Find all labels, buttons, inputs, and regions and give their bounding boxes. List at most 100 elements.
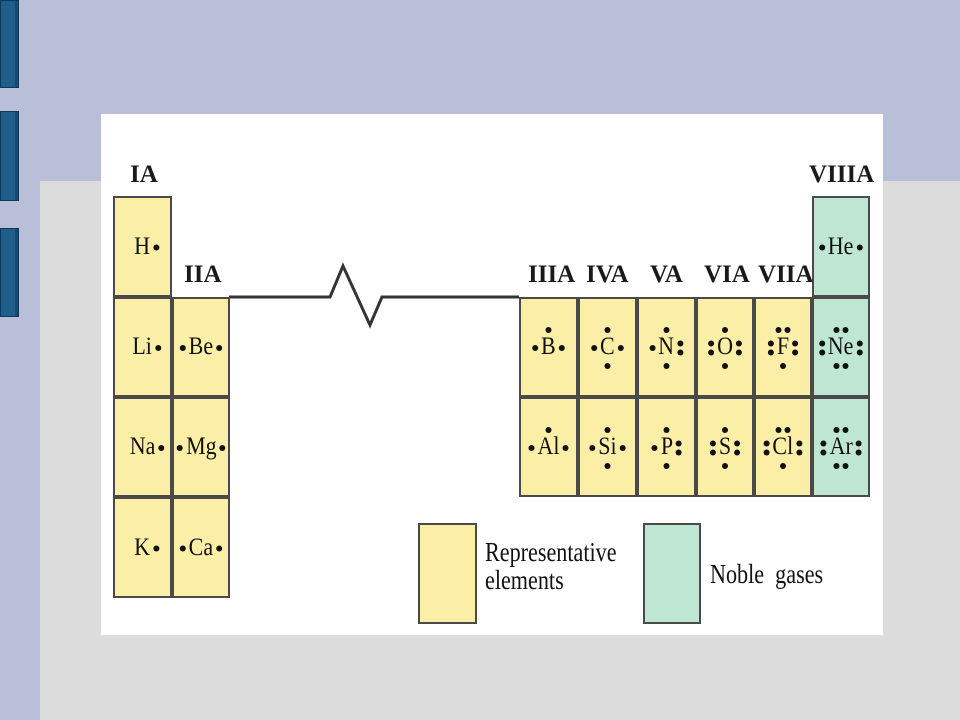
electron-dot-n-4	[663, 327, 670, 333]
element-cell-li: Li	[113, 297, 172, 397]
element-cell-ar: Ar	[812, 397, 870, 497]
element-cell-k: K	[113, 497, 172, 598]
electron-dot-f-7	[780, 363, 786, 369]
electron-dot-be-1	[216, 345, 223, 351]
electron-dot-ar-8	[842, 463, 849, 469]
electron-dot-o-5	[722, 327, 728, 333]
element-cell-f: F	[754, 297, 812, 397]
electron-dot-b-2	[532, 345, 539, 351]
electron-dot-f-5	[775, 327, 782, 333]
legend-swatch-representative	[418, 523, 477, 624]
electron-dot-h-1	[153, 244, 160, 251]
electron-dot-cl-3	[763, 440, 770, 447]
electron-dot-p-2	[675, 449, 682, 456]
element-symbol-cl: Cl	[772, 433, 794, 460]
electron-dot-mg-1	[219, 445, 226, 451]
element-symbol-al: Al	[537, 433, 560, 460]
electron-dot-n-5	[663, 363, 670, 369]
element-symbol-be: Be	[188, 333, 214, 360]
electron-dot-ne-6	[842, 327, 849, 333]
legend-swatch-noble	[643, 523, 701, 624]
element-cell-b: B	[519, 297, 578, 397]
element-symbol-n: N	[658, 333, 675, 360]
electron-dot-ar-6	[842, 427, 849, 433]
element-cell-n: N	[637, 297, 696, 397]
electron-dot-ne-2	[856, 349, 863, 356]
group-label-iia: IIA	[184, 261, 222, 288]
electron-dot-n-3	[649, 345, 656, 351]
element-cell-na: Na	[113, 397, 172, 497]
electron-dot-ar-5	[833, 427, 840, 433]
electron-dot-ar-3	[820, 440, 827, 447]
electron-dot-o-2	[735, 349, 742, 356]
side-tab-1	[0, 0, 19, 88]
element-symbol-b: B	[541, 333, 556, 360]
electron-dot-p-1	[675, 440, 682, 447]
element-symbol-k: K	[134, 533, 151, 561]
electron-dot-c-1	[617, 345, 624, 351]
electron-dot-cl-2	[796, 449, 803, 456]
electron-dot-p-5	[663, 463, 670, 469]
group-label-va: VA	[650, 261, 683, 288]
electron-dot-he-2	[819, 244, 826, 251]
element-symbol-h: H	[134, 232, 151, 260]
element-symbol-s: S	[718, 433, 732, 460]
break-line	[229, 262, 519, 329]
electron-dot-al-1	[562, 445, 569, 451]
element-symbol-ar: Ar	[829, 433, 853, 460]
electron-dot-ne-5	[833, 327, 840, 333]
side-tab-2	[0, 111, 19, 201]
element-cell-o: O	[696, 297, 754, 397]
element-symbol-na: Na	[129, 433, 156, 460]
electron-dot-p-4	[663, 427, 670, 433]
element-cell-ne: Ne	[812, 297, 870, 397]
group-label-viia: VIIA	[758, 261, 814, 288]
element-symbol-mg: Mg	[185, 433, 217, 460]
electron-dot-ar-4	[820, 449, 827, 456]
legend-label-noble: Noble gases	[710, 559, 824, 589]
legend-representative-line2: elements	[485, 565, 564, 596]
group-label-ia: IA	[130, 161, 158, 188]
element-symbol-o: O	[717, 333, 733, 360]
group-label-viiia: VIIIA	[809, 161, 875, 188]
element-cell-si: Si	[578, 397, 637, 497]
electron-dot-b-1	[558, 345, 565, 351]
electron-dot-b-3	[545, 327, 552, 333]
element-symbol-li: Li	[132, 333, 153, 360]
electron-dot-n-1	[677, 340, 684, 347]
electron-dot-ar-1	[855, 440, 862, 447]
electron-dot-al-3	[545, 427, 552, 433]
electron-dot-ne-7	[833, 363, 840, 369]
electron-dot-cl-7	[780, 463, 786, 469]
electron-dot-o-3	[708, 340, 715, 347]
electron-dot-ne-1	[856, 340, 863, 347]
electron-dot-ca-1	[216, 545, 223, 552]
element-symbol-ne: Ne	[828, 333, 854, 360]
electron-dot-si-2	[589, 445, 596, 451]
electron-dot-ar-2	[855, 449, 862, 456]
electron-dot-si-3	[604, 427, 611, 433]
electron-dot-p-3	[651, 445, 658, 451]
electron-dot-be-2	[179, 345, 186, 351]
electron-dot-o-4	[708, 349, 715, 356]
electron-dot-ca-2	[179, 545, 186, 552]
electron-dot-s-1	[734, 440, 741, 447]
electron-dot-al-2	[528, 445, 535, 451]
electron-dot-si-4	[604, 463, 611, 469]
electron-dot-f-3	[767, 340, 774, 347]
electron-dot-f-6	[784, 327, 791, 333]
group-label-via: VIA	[704, 261, 750, 288]
electron-dot-n-2	[677, 349, 684, 356]
electron-dot-ne-8	[842, 363, 849, 369]
electron-dot-cl-1	[796, 440, 803, 447]
element-symbol-f: F	[776, 333, 790, 360]
electron-dot-f-4	[767, 349, 774, 356]
electron-dot-s-2	[734, 449, 741, 456]
element-symbol-si: Si	[598, 433, 617, 460]
electron-dot-na-1	[158, 445, 165, 451]
element-symbol-p: P	[660, 433, 673, 460]
electron-dot-s-3	[709, 440, 716, 447]
electron-dot-f-2	[792, 349, 799, 356]
lewis-dot-periodic-table-figure: IA IIA IIIA IVA VA VIA VIIA VIIIA H Li N…	[101, 114, 883, 635]
element-cell-h: H	[113, 196, 172, 297]
